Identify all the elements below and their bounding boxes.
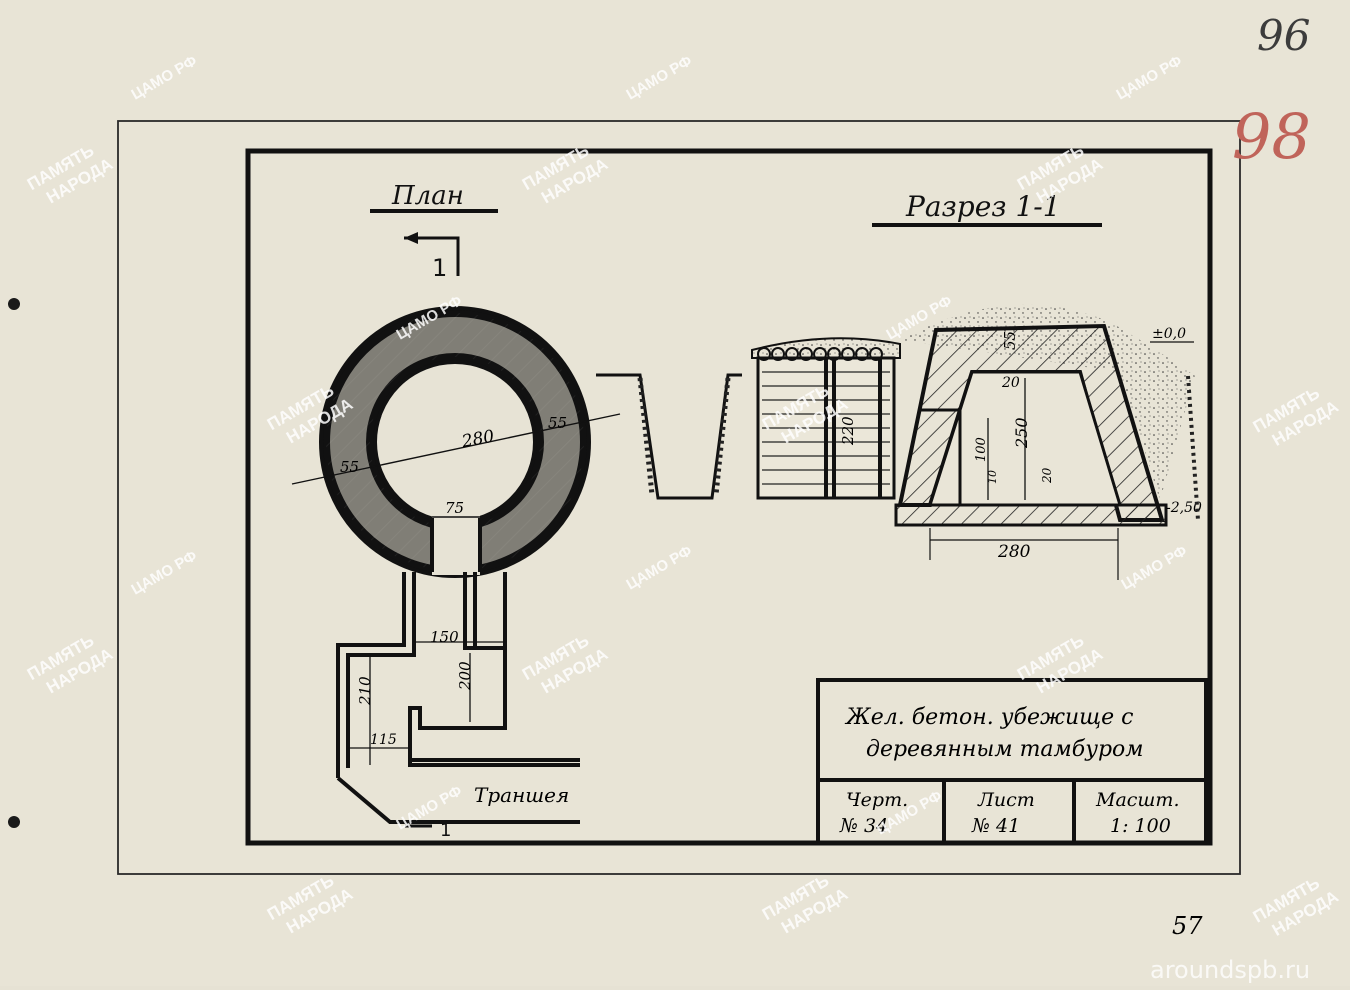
section-marker-icon [404,236,460,276]
scale-label: Масшт. [1095,789,1179,811]
concrete-floor [894,503,1168,527]
dim-vestibule-width: 150 [430,628,459,646]
dim-wall-right: 55 [548,414,567,432]
page-number-red: 98 [1232,100,1311,173]
dim-door: 75 [445,499,464,517]
dim-small: 10 [986,470,999,484]
outer-frame [117,120,1241,875]
plan-title: План [391,181,464,211]
dim-wood-height: 220 [839,416,857,446]
section-marker-label: 1 [432,254,447,282]
trench-label: Траншея [474,783,569,807]
dim-vestibule-length: 200 [456,661,474,691]
dim-door-height: 100 [974,437,989,462]
level-bottom: -2,50 [1166,500,1202,516]
dim-side-length: 210 [356,676,374,706]
title-description-2: деревянным тамбуром [866,737,1144,762]
scale-value: 1: 100 [1110,815,1171,837]
dim-wall-left: 55 [340,458,359,476]
dim-inner-height: 250 [1012,417,1031,449]
log-row [757,347,883,361]
page-number-bottom: 57 [1172,912,1203,940]
sheet-label: Лист [977,789,1035,811]
inner-frame [245,148,1213,846]
dim-roof: 55 [1001,331,1019,350]
level-top: ±0,0 [1152,326,1186,342]
earth-mound [900,304,1195,500]
sheet-number: № 41 [971,815,1020,837]
trench-section [596,373,742,500]
title-description-1: Жел. бетон. убежище с [844,705,1134,730]
plan-view: План 1 75 280 55 55 [291,181,621,841]
dim-floor: 20 [1040,467,1054,484]
watermark-site: aroundspb.ru [1150,956,1310,984]
page-number-pencil: 96 [1257,11,1310,60]
drawing-label: Черт. [846,789,908,811]
dim-gap: 20 [1001,375,1020,391]
section-view: Разрез 1-1 220 [596,190,1202,580]
section-title: Разрез 1-1 [905,190,1061,223]
binder-hole-icon [8,298,20,310]
section-marker-bottom: 1 [440,820,451,841]
binder-hole-icon [8,816,20,828]
vestibule-outline [336,572,580,824]
dim-width: 280 [997,542,1031,562]
dim-side-width: 115 [370,732,397,748]
drawing-number: № 34 [839,815,888,837]
title-block: Жел. бетон. убежище с деревянным тамбуро… [816,678,1208,845]
